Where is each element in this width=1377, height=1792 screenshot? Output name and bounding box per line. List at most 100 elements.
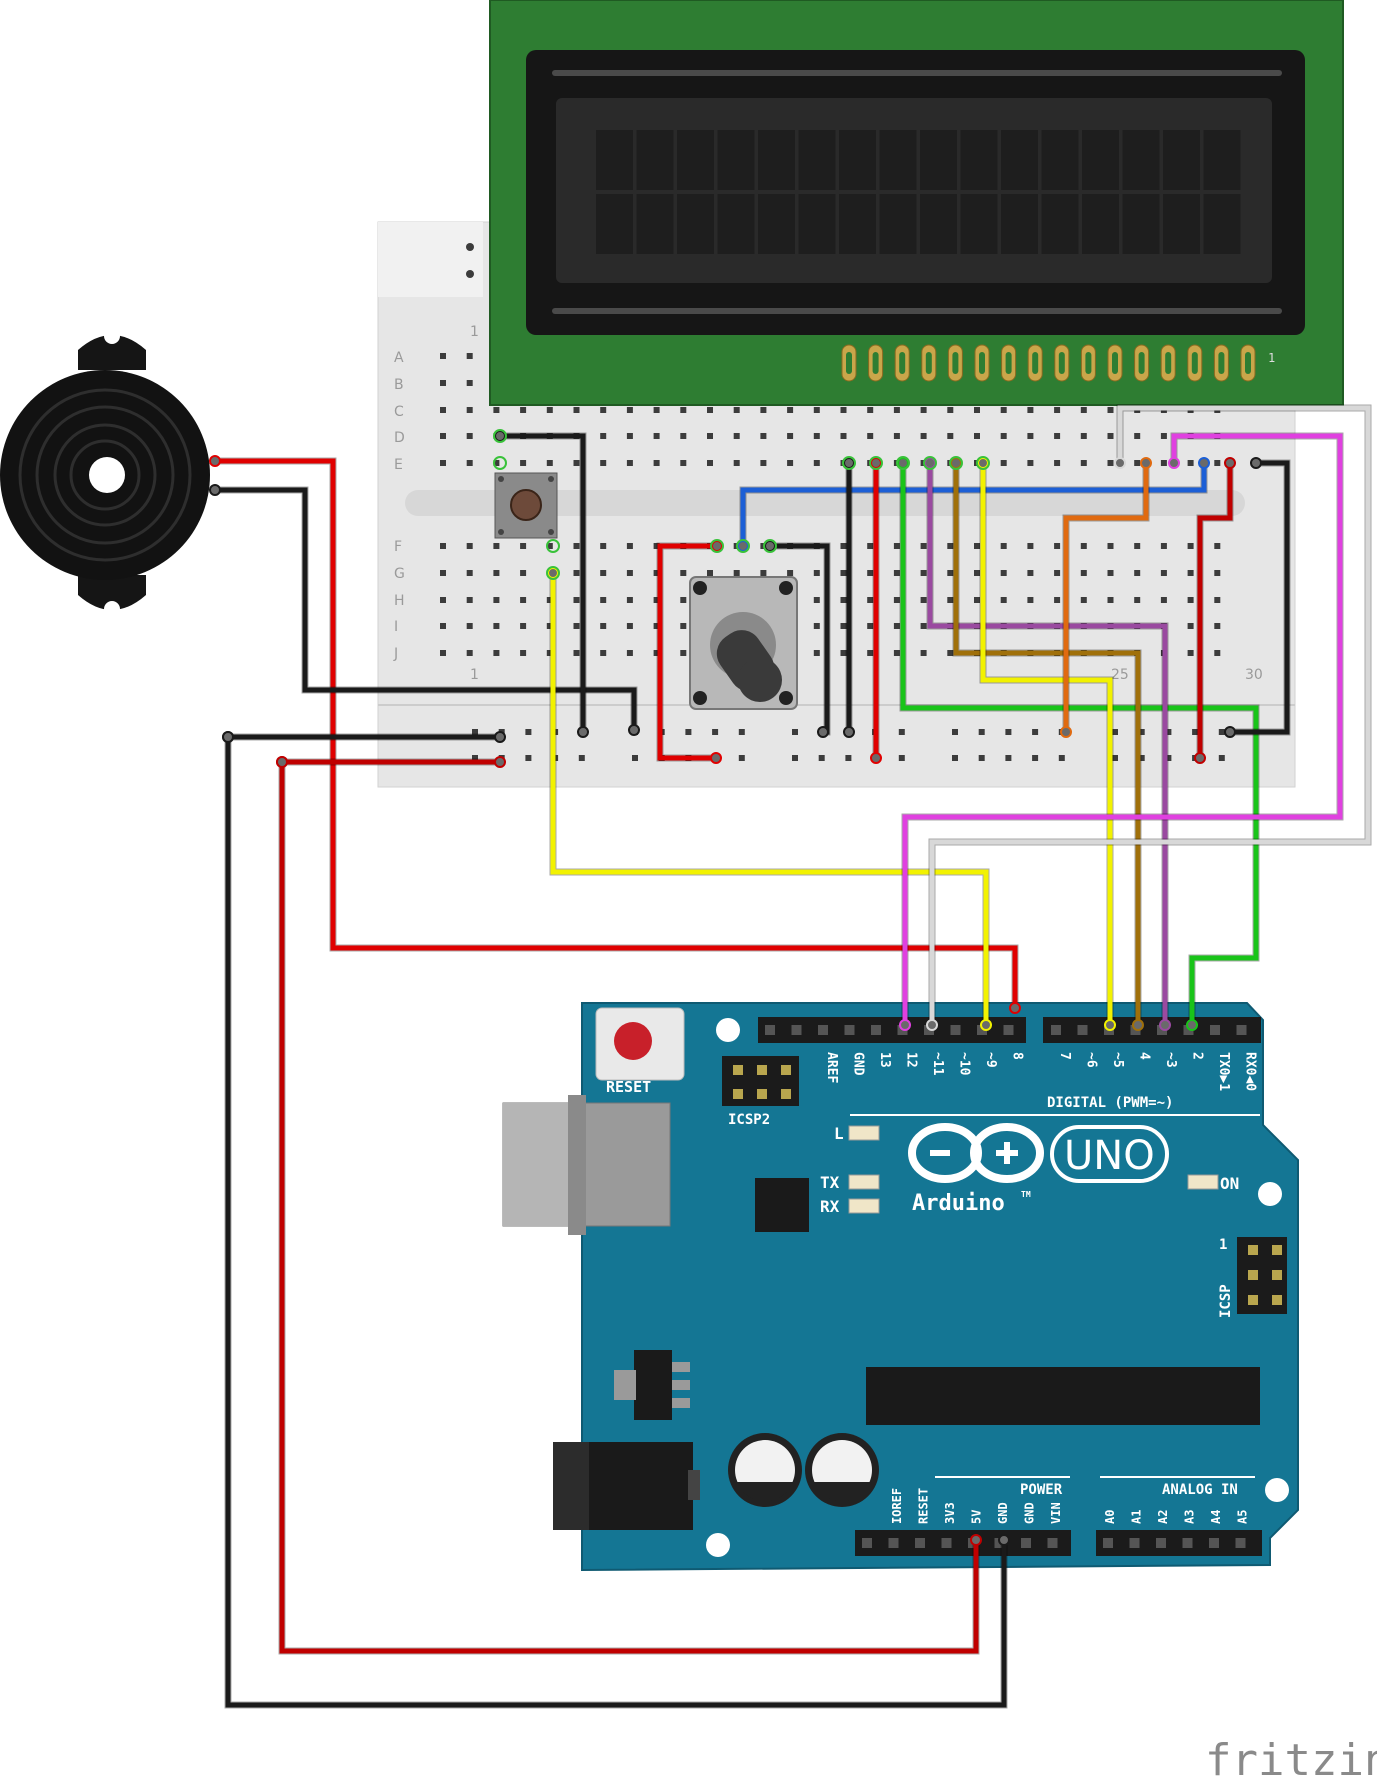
breadboard-row-labels: A B C D E F G H I J 1 1 25 30: [393, 324, 1263, 683]
digital-socket: [1077, 1025, 1088, 1035]
digital-socket: [1210, 1025, 1220, 1035]
lcd-d7-wire: [927, 460, 1168, 1028]
lcd-cell: [839, 194, 876, 254]
lcd-cell: [717, 194, 755, 254]
rail-hole: [525, 755, 532, 761]
digital-pin-label: ~5: [1110, 1052, 1125, 1068]
lcd-cell: [758, 130, 795, 190]
mount-hole: [1258, 1182, 1282, 1206]
usb-chip: [755, 1178, 809, 1232]
rail-hole: [1138, 729, 1145, 735]
breadboard-hole: [1027, 543, 1034, 549]
breadboard-hole: [947, 543, 954, 549]
wire-endpoint: [1104, 1019, 1116, 1031]
breadboard-hole: [440, 570, 446, 576]
power-pin-label: GND: [1023, 1502, 1037, 1524]
breadboard-hole: [1134, 543, 1141, 549]
col-label: 1: [470, 324, 479, 340]
analog-socket: [1209, 1538, 1219, 1548]
rail-hole: [792, 755, 798, 761]
breadboard-hole: [493, 597, 500, 603]
button-ground-wire: [497, 433, 586, 735]
rail-hole: [738, 729, 745, 735]
rail-hole: [1218, 755, 1225, 761]
breadboard-hole: [1107, 433, 1114, 439]
wire-endpoint: [711, 540, 723, 552]
lcd-pin-hole: [1245, 352, 1251, 374]
breadboard-hole: [787, 407, 794, 413]
digital-socket: [1003, 1025, 1014, 1035]
breadboard-hole: [1214, 650, 1221, 656]
breadboard-hole: [573, 623, 580, 629]
breadboard-hole: [653, 623, 660, 629]
breadboard-hole: [733, 407, 740, 413]
breadboard-hole: [707, 433, 713, 439]
arduino-infinity-logo: [908, 1123, 1044, 1183]
breadboard-hole: [653, 460, 660, 466]
breadboard-hole: [947, 407, 954, 413]
digital-socket: [871, 1025, 881, 1035]
breadboard-hole: [466, 353, 473, 359]
connection-highlight: [546, 566, 560, 580]
wire-endpoint: [764, 540, 776, 552]
breadboard-hole: [813, 650, 820, 656]
lcd-pin-hole: [899, 352, 906, 374]
breadboard-hole: [1187, 597, 1194, 603]
breadboard-hole: [466, 650, 473, 656]
power-pin-label: IOREF: [890, 1488, 904, 1524]
breadboard-hole: [1160, 597, 1167, 603]
lcd-pin-hole: [1165, 352, 1172, 374]
rail-hole: [898, 729, 905, 735]
breadboard-hole: [1187, 543, 1194, 549]
breadboard-hole: [520, 570, 527, 576]
breadboard-hole: [1160, 543, 1167, 549]
lcd-header-pins: [841, 344, 1256, 382]
breadboard-hole: [493, 543, 500, 549]
wire-endpoint: [950, 457, 962, 469]
breadboard-hole: [733, 433, 740, 439]
breadboard-hole: [867, 623, 874, 629]
digital-pin-label: ~3: [1163, 1052, 1178, 1068]
lcd-cell: [1163, 194, 1200, 254]
breadboard-hole: [813, 433, 820, 439]
breadboard-hole: [1160, 460, 1167, 466]
wire-endpoint: [222, 731, 234, 743]
breadboard-hole: [680, 433, 687, 439]
breadboard-hole: [1054, 407, 1061, 413]
connection-highlight: [710, 539, 724, 553]
wire-endpoint: [980, 1019, 992, 1031]
lcd-pin-hole: [1058, 352, 1065, 374]
connection-highlight: [896, 456, 910, 470]
breadboard-hole: [920, 570, 927, 576]
breadboard-hole: [920, 407, 927, 413]
digital-socket: [1051, 1025, 1061, 1035]
breadboard-hole: [466, 380, 473, 386]
analog-socket: [1156, 1538, 1166, 1548]
breadboard-hole: [440, 460, 446, 466]
lcd-cell: [636, 130, 674, 190]
reset-button-cap[interactable]: [614, 1022, 652, 1060]
lcd-cell: [596, 130, 633, 190]
lcd-pin-hole: [1005, 352, 1012, 374]
connection-highlight: [869, 456, 883, 470]
breadboard-hole: [707, 460, 713, 466]
digital-pin-label: TX0▶1: [1216, 1052, 1231, 1091]
power-socket: [941, 1538, 952, 1548]
rail-hole: [1112, 729, 1118, 735]
digital-pin-label: ~9: [983, 1052, 998, 1068]
connection-highlight: [949, 456, 963, 470]
breadboard-hole: [707, 407, 713, 413]
rail-hole: [978, 729, 985, 735]
breadboard-hole: [1214, 543, 1221, 549]
breadboard-hole: [626, 460, 633, 466]
breadboard-hole: [466, 433, 473, 439]
lcd-cell: [636, 194, 674, 254]
connection-highlight: [493, 456, 507, 470]
digital-pin-label: GND: [851, 1052, 866, 1076]
lcd-pin-hole: [952, 352, 959, 374]
breadboard-hole: [1000, 407, 1007, 413]
breadboard-hole: [733, 570, 740, 576]
lcd-cell: [798, 194, 836, 254]
breadboard-hole: [440, 650, 446, 656]
